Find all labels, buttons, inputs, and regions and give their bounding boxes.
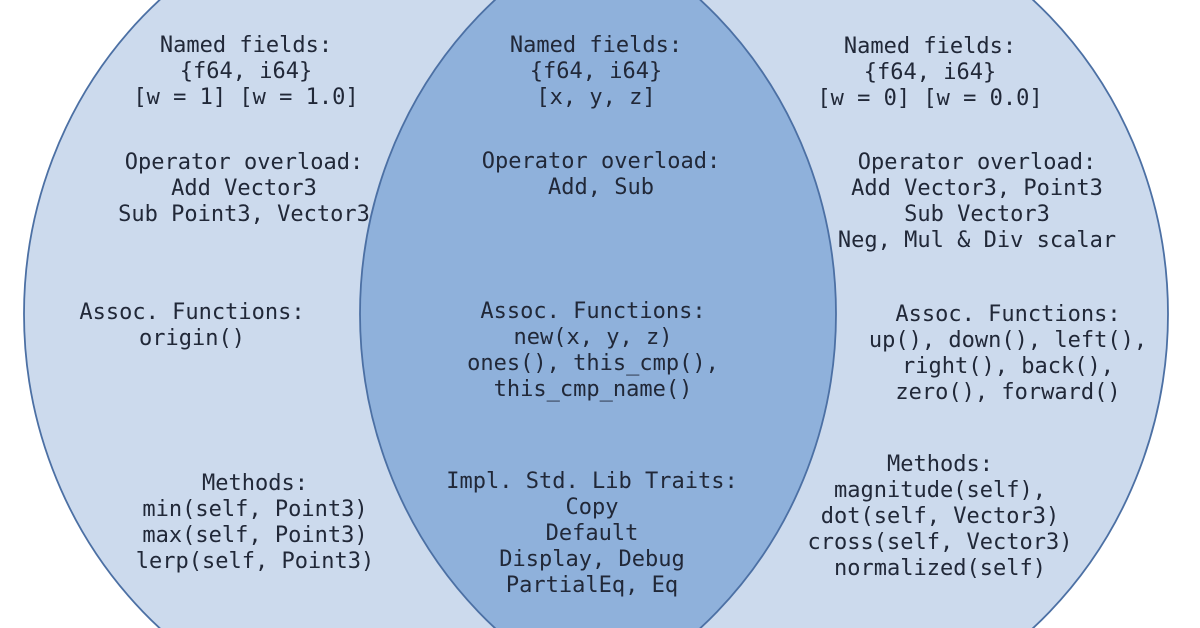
text-line: dot(self, Vector3) — [820, 504, 1060, 529]
text-line: {f64, i64} — [529, 59, 663, 84]
text-line: magnitude(self), — [834, 478, 1046, 503]
text-line: Copy — [565, 495, 619, 520]
text-line: PartialEq, Eq — [505, 573, 679, 598]
section-header: Operator overload: — [481, 149, 721, 174]
section-header: Named fields: — [509, 33, 683, 58]
right-section-operator-overload: Operator overload: Add Vector3, Point3 S… — [727, 150, 1200, 254]
text-line: new(x, y, z) — [513, 325, 673, 350]
text-line: min(self, Point3) — [142, 497, 368, 522]
text-line: up(), down(), left(), — [868, 328, 1148, 353]
text-line: Add, Sub — [548, 175, 654, 200]
text-line: origin() — [139, 326, 245, 351]
section-header: Assoc. Functions: — [79, 300, 305, 325]
text-line: [w = 1] [w = 1.0] — [133, 85, 359, 110]
section-header: Named fields: — [159, 33, 333, 58]
left-circle-outline — [23, 0, 837, 628]
right-circle-outline — [359, 0, 1169, 628]
text-line: normalized(self) — [834, 556, 1046, 581]
text-line: {f64, i64} — [179, 59, 313, 84]
section-header: Operator overload: — [124, 150, 364, 175]
text-line: {f64, i64} — [863, 60, 997, 85]
overlap-region — [360, 0, 836, 628]
right-section-methods: Methods: magnitude(self), dot(self, Vect… — [690, 452, 1190, 582]
text-line: Default — [545, 521, 639, 546]
overlap-section-named-fields: Named fields: {f64, i64} [x, y, z] — [346, 33, 846, 111]
text-line: max(self, Point3) — [142, 523, 368, 548]
text-line: cross(self, Vector3) — [807, 530, 1073, 555]
section-header: Methods: — [887, 452, 993, 477]
text-line: Neg, Mul & Div scalar — [837, 228, 1117, 253]
text-line: Add Vector3, Point3 — [851, 176, 1103, 201]
text-line: ones(), this_cmp(), — [467, 351, 719, 376]
section-header: Impl. Std. Lib Traits: — [446, 469, 738, 494]
overlap-section-operator-overload: Operator overload: Add, Sub — [351, 149, 851, 201]
text-line: Sub Point3, Vector3 — [118, 202, 370, 227]
text-line: zero(), forward() — [895, 380, 1121, 405]
overlap-section-impl-std-lib-traits: Impl. Std. Lib Traits: Copy Default Disp… — [342, 469, 842, 599]
section-header: Assoc. Functions: — [895, 302, 1121, 327]
text-line: Add Vector3 — [171, 176, 317, 201]
section-header: Methods: — [202, 471, 308, 496]
left-section-named-fields: Named fields: {f64, i64} [w = 1] [w = 1.… — [0, 33, 496, 111]
text-line: Sub Vector3 — [904, 202, 1050, 227]
text-line: Display, Debug — [499, 547, 685, 572]
overlap-section-assoc-functions: Assoc. Functions: new(x, y, z) ones(), t… — [343, 299, 843, 403]
text-line: [x, y, z] — [536, 85, 656, 110]
left-section-methods: Methods: min(self, Point3) max(self, Poi… — [5, 471, 505, 575]
text-line: [w = 0] [w = 0.0] — [817, 86, 1043, 111]
text-line: right(), back(), — [902, 354, 1114, 379]
text-line: this_cmp_name() — [493, 377, 693, 402]
section-header: Assoc. Functions: — [480, 299, 706, 324]
section-header: Operator overload: — [857, 150, 1097, 175]
left-section-operator-overload: Operator overload: Add Vector3 Sub Point… — [0, 150, 494, 228]
text-line: lerp(self, Point3) — [135, 549, 375, 574]
section-header: Named fields: — [843, 34, 1017, 59]
right-section-assoc-functions: Assoc. Functions: up(), down(), left(), … — [758, 302, 1200, 406]
left-section-assoc-functions: Assoc. Functions: origin() — [0, 300, 442, 352]
right-section-named-fields: Named fields: {f64, i64} [w = 0] [w = 0.… — [680, 34, 1180, 112]
